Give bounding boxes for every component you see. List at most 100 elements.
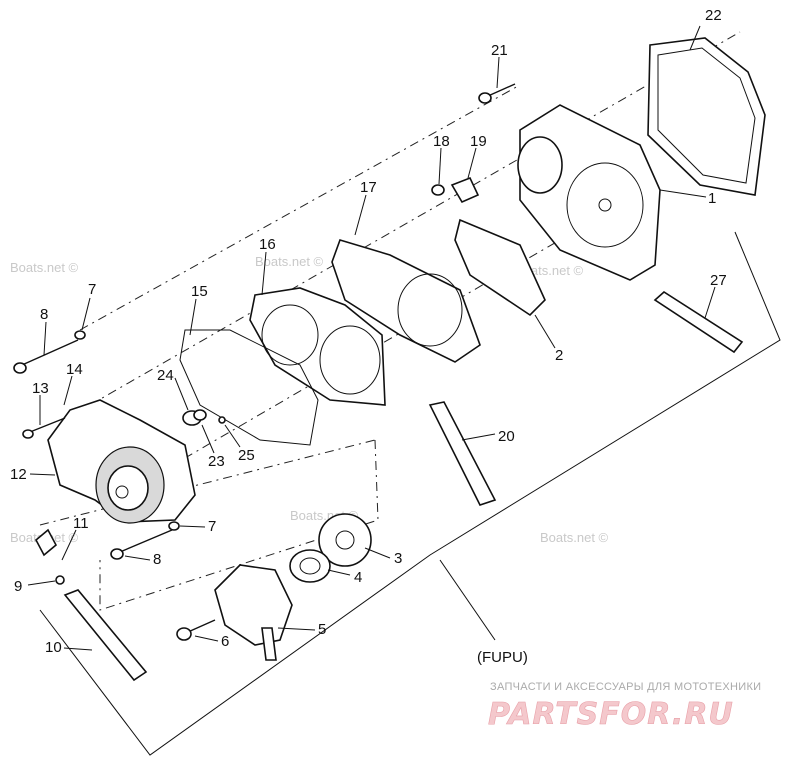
- leader-line: [29, 473, 56, 476]
- o-ring-4: [289, 549, 331, 583]
- group-label: (FUPU): [477, 649, 528, 666]
- callout-8: 8: [40, 306, 48, 323]
- callout-6: 6: [221, 633, 229, 650]
- filter-screen-3-center: [335, 530, 355, 550]
- filter-screen-3: [318, 513, 372, 567]
- alignment-line: [39, 439, 376, 526]
- callout-22: 22: [705, 7, 722, 24]
- callout-14: 14: [66, 361, 83, 378]
- leader-line: [81, 297, 91, 331]
- callout-13: 13: [32, 380, 49, 397]
- callout-19: 19: [470, 133, 487, 150]
- pump-cover-1-boss: [566, 162, 644, 248]
- gasket-22-inner: [657, 47, 756, 184]
- watermark-boats: Boats.net ©: [540, 530, 609, 545]
- group-outline: [39, 231, 781, 756]
- watermark-ru-tagline: ЗАПЧАСТИ И АКСЕССУАРЫ ДЛЯ МОТОТЕХНИКИ: [490, 681, 761, 693]
- washer-7: [74, 330, 86, 340]
- callout-8: 8: [153, 551, 161, 568]
- leader-line: [534, 314, 556, 349]
- leader-line: [174, 377, 189, 411]
- pump-cover-1-shaft: [598, 198, 612, 212]
- leader-line: [461, 433, 496, 441]
- gasket-22: [647, 37, 766, 196]
- watermark-ru-logo: PARTSFOR.RU: [488, 697, 734, 732]
- callout-17: 17: [360, 179, 377, 196]
- gasket-16: [249, 287, 386, 406]
- filter-cup-5-nozzle: [261, 627, 277, 661]
- leader-line: [659, 189, 707, 198]
- bolt-8: [110, 529, 173, 560]
- callout-16: 16: [259, 236, 276, 253]
- hose-20: [428, 401, 497, 506]
- leader-line: [439, 559, 496, 641]
- watermark-boats: Boats.net ©: [10, 260, 79, 275]
- nut-18: [431, 184, 445, 196]
- bolt-21: [478, 83, 516, 104]
- leader-line: [194, 635, 219, 642]
- plate-2: [454, 218, 546, 317]
- gasket-16-hole: [261, 304, 319, 366]
- callout-4: 4: [354, 569, 362, 586]
- callout-12: 12: [10, 466, 27, 483]
- leader-line: [467, 147, 477, 179]
- callout-25: 25: [238, 447, 255, 464]
- leader-line: [327, 569, 351, 576]
- leader-line: [43, 321, 47, 356]
- leader-line: [63, 375, 73, 406]
- hose-10: [63, 589, 148, 682]
- clip-9: [55, 575, 65, 585]
- leader-line: [61, 529, 77, 561]
- nipple-11: [34, 528, 58, 557]
- diaphragm-body-17-chamber: [397, 273, 463, 347]
- callout-18: 18: [433, 133, 450, 150]
- callout-27: 27: [710, 272, 727, 289]
- leader-line: [63, 647, 93, 651]
- leader-line: [277, 627, 316, 631]
- leader-line: [704, 286, 716, 319]
- pin-25: [218, 416, 226, 424]
- callout-21: 21: [491, 42, 508, 59]
- bolt-6: [176, 619, 216, 641]
- alignment-line: [89, 31, 741, 406]
- watermark-boats: Boats.net ©: [255, 254, 324, 269]
- screw-13: [22, 417, 66, 439]
- tube-27: [653, 290, 744, 354]
- leader-line: [689, 25, 701, 51]
- nut-23: [193, 409, 207, 421]
- leader-line: [124, 555, 151, 561]
- callout-20: 20: [498, 428, 515, 445]
- pump-cover-1-port: [517, 136, 563, 194]
- leader-line: [27, 580, 56, 586]
- gasket-16-hole: [319, 325, 381, 395]
- leader-line: [224, 424, 241, 448]
- callout-23: 23: [208, 453, 225, 470]
- diaphragm-body-17: [331, 239, 481, 363]
- callout-11: 11: [73, 515, 89, 532]
- leader-line: [354, 194, 367, 236]
- filter-cup-5: [214, 564, 293, 646]
- leader-line: [496, 56, 500, 89]
- pump-housing-12-port: [107, 465, 149, 511]
- leader-line: [201, 424, 215, 454]
- diaphragm-15: [179, 329, 319, 446]
- callout-7: 7: [208, 518, 216, 535]
- leader-line: [179, 525, 206, 528]
- bolt-8: [13, 339, 79, 374]
- leader-line: [261, 251, 267, 296]
- washer-7: [168, 521, 180, 531]
- callout-15: 15: [191, 283, 208, 300]
- callout-10: 10: [45, 639, 62, 656]
- leader-line: [364, 547, 391, 559]
- fitting-19: [450, 176, 480, 204]
- leader-line: [189, 298, 197, 336]
- callout-5: 5: [318, 621, 326, 638]
- callout-9: 9: [14, 578, 22, 595]
- o-ring-4-inner: [299, 557, 321, 575]
- leader-line: [438, 147, 442, 185]
- callout-24: 24: [157, 367, 174, 384]
- callout-1: 1: [708, 190, 716, 207]
- callout-7: 7: [88, 281, 96, 298]
- callout-2: 2: [555, 347, 563, 364]
